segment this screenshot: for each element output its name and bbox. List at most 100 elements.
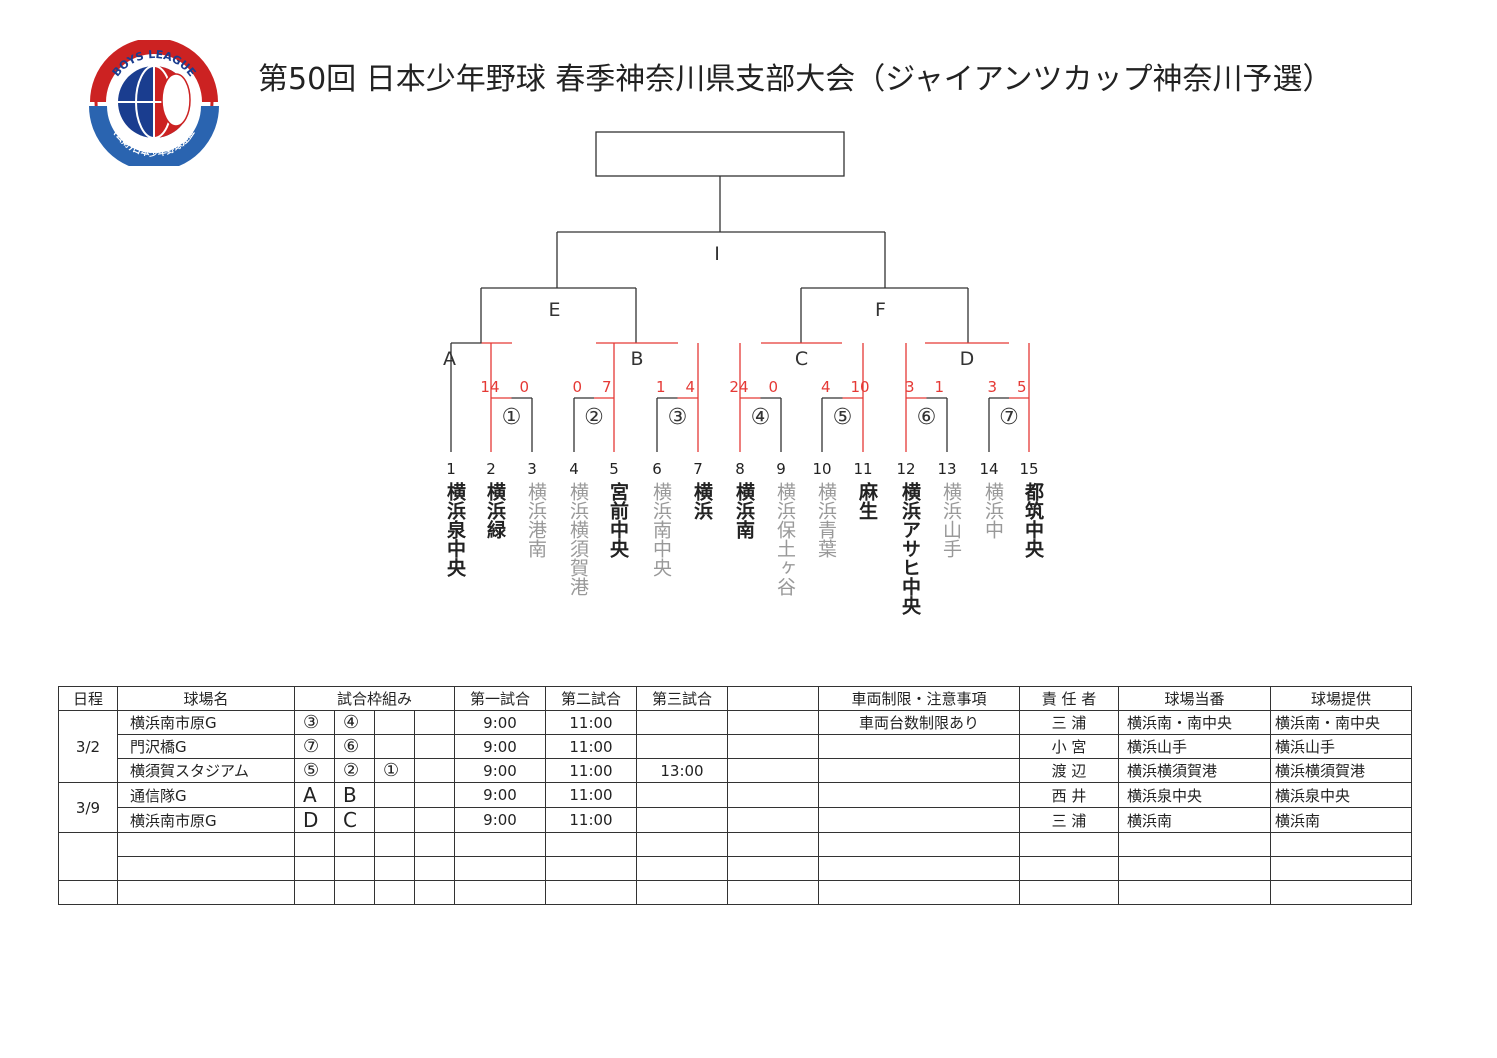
schedule-header-row: 日程 球場名 試合枠組み 第一試合 第二試合 第三試合 車両制限・注意事項 責 … (58, 686, 1412, 711)
duty-cell: 横浜泉中央 (1118, 782, 1271, 808)
header-venue: 球場名 (117, 686, 295, 711)
team-number: 11 (853, 460, 873, 478)
team-number: 8 (735, 460, 745, 478)
score-right-4: 0 (769, 378, 779, 396)
game3-cell (636, 807, 728, 833)
slot-cell (374, 734, 415, 759)
slot-cell (374, 710, 415, 735)
team-number: 6 (652, 460, 662, 478)
slot-cell (414, 807, 455, 833)
manager-cell (1019, 832, 1119, 857)
slot-cell: D (294, 807, 335, 833)
round2-label-C: C (795, 348, 808, 370)
round2-label-A: A (443, 348, 456, 370)
provider-cell: 横浜山手 (1270, 734, 1412, 759)
notes-cell (818, 807, 1020, 833)
match-mark-3: ③ (668, 405, 688, 430)
slot-cell (374, 880, 415, 905)
provider-cell (1270, 832, 1412, 857)
round2-label-B: B (630, 348, 643, 370)
quarter-label-E: E (548, 299, 560, 321)
score-left-7: 3 (987, 378, 997, 396)
slot-cell: ⑥ (334, 734, 375, 759)
game2-cell (545, 832, 637, 857)
venue-cell (117, 832, 295, 857)
round2-label-D: D (960, 348, 975, 370)
score-right-6: 1 (935, 378, 945, 396)
game1-cell: 9:00 (454, 758, 546, 783)
provider-cell: 横浜南・南中央 (1270, 710, 1412, 735)
team-number: 4 (569, 460, 579, 478)
slot-cell (334, 856, 375, 881)
team-number: 9 (776, 460, 786, 478)
score-right-3: 4 (686, 378, 696, 396)
manager-cell: 小 宮 (1019, 734, 1119, 759)
game3-cell (636, 734, 728, 759)
team-name: 横浜港南 (525, 482, 547, 558)
match-mark-5: ⑤ (833, 405, 853, 430)
score-right-2: 7 (602, 378, 612, 396)
manager-cell (1019, 880, 1119, 905)
provider-cell: 横浜南 (1270, 807, 1412, 833)
game1-cell (454, 880, 546, 905)
semifinal-label: I (714, 243, 720, 265)
score-right-7: 5 (1017, 378, 1027, 396)
slot-cell (294, 832, 335, 857)
team-name: 横浜中 (982, 482, 1004, 539)
schedule-table: 日程 球場名 試合枠組み 第一試合 第二試合 第三試合 車両制限・注意事項 責 … (58, 686, 1412, 905)
score-right-5: 10 (851, 378, 870, 396)
score-left-6: 3 (905, 378, 915, 396)
manager-cell (1019, 856, 1119, 881)
game3-cell (636, 880, 728, 905)
team-name: 横浜青葉 (815, 482, 837, 558)
team-name: 横浜緑 (484, 482, 506, 539)
blank-cell (727, 782, 819, 808)
duty-cell: 横浜横須賀港 (1118, 758, 1271, 783)
slot-cell (374, 782, 415, 808)
slot-cell: B (334, 782, 375, 808)
game2-cell (545, 880, 637, 905)
score-left-4: 24 (729, 378, 748, 396)
venue-cell (117, 880, 295, 905)
team-number: 10 (812, 460, 832, 478)
page-title: 第50回 日本少年野球 春季神奈川県支部大会（ジャイアンツカップ神奈川予選） (258, 62, 1333, 97)
venue-cell: 横浜南市原G (117, 807, 295, 833)
notes-cell (818, 758, 1020, 783)
header-duty: 球場当番 (1118, 686, 1271, 711)
team-name: 横浜南中央 (650, 482, 672, 577)
team-name: 横浜アサヒ中央 (899, 482, 921, 615)
header-date: 日程 (58, 686, 118, 711)
header-game3: 第三試合 (636, 686, 728, 711)
slot-cell (334, 832, 375, 857)
match-mark-1: ① (502, 405, 522, 430)
blank-cell (727, 758, 819, 783)
provider-cell: 横浜横須賀港 (1270, 758, 1412, 783)
notes-cell: 車両台数制限あり (818, 710, 1020, 735)
header-notes: 車両制限・注意事項 (818, 686, 1020, 711)
team-number: 13 (937, 460, 957, 478)
game1-cell: 9:00 (454, 807, 546, 833)
team-number: 3 (527, 460, 537, 478)
header-slots: 試合枠組み (294, 686, 455, 711)
team-name: 横浜保土ヶ谷 (774, 482, 796, 596)
slot-cell (334, 880, 375, 905)
team-number: 5 (609, 460, 619, 478)
game3-cell (636, 710, 728, 735)
slot-cell: ③ (294, 710, 335, 735)
notes-cell (818, 880, 1020, 905)
slot-cell (374, 856, 415, 881)
game2-cell (545, 856, 637, 881)
score-right-1: 0 (520, 378, 530, 396)
team-number: 15 (1019, 460, 1039, 478)
notes-cell (818, 832, 1020, 857)
game3-cell (636, 782, 728, 808)
slot-cell (374, 807, 415, 833)
slot-cell: ⑦ (294, 734, 335, 759)
slot-cell (414, 856, 455, 881)
notes-cell (818, 782, 1020, 808)
